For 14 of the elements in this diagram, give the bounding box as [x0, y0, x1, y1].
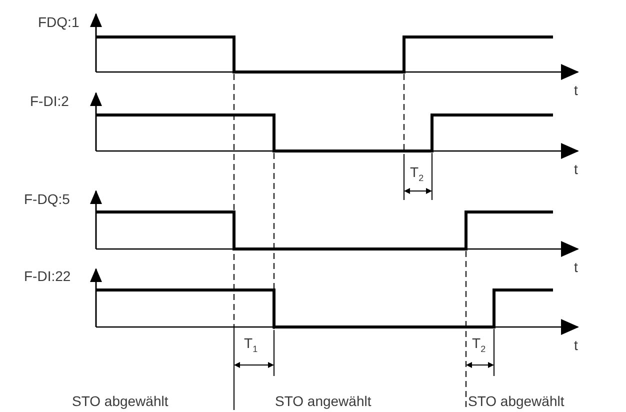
time-label: T$_{2}$ — [410, 164, 424, 185]
time-label: T$_{1}$ — [244, 335, 258, 356]
signal-name: F-DQ:5 — [24, 191, 70, 207]
signal-name: F-DI:2 — [30, 93, 69, 109]
axis-label: t — [574, 82, 578, 98]
axis-label: t — [574, 259, 578, 275]
axis-label: t — [574, 161, 578, 177]
time-label: T$_{2}$ — [472, 335, 486, 356]
axis-label: t — [574, 337, 578, 353]
state-label: STO abgewählt — [468, 393, 564, 409]
signal-name: F-DI:22 — [24, 268, 71, 284]
state-label: STO abgewählt — [72, 393, 168, 409]
state-label: STO angewählt — [275, 393, 372, 409]
signal-name: FDQ:1 — [38, 14, 80, 30]
